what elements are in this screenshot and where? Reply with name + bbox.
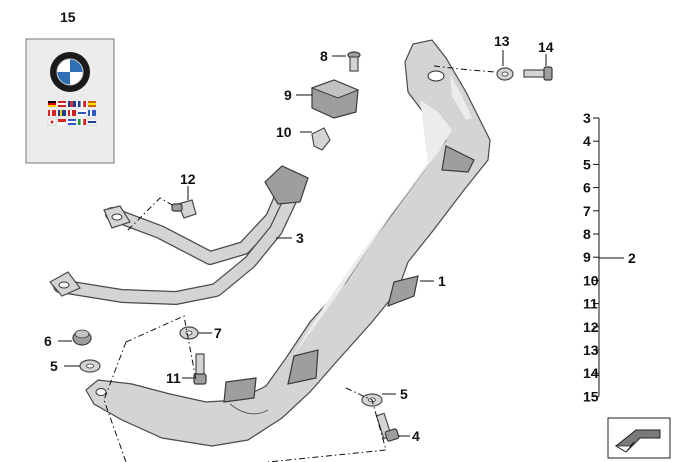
buffer-9[interactable] — [310, 79, 360, 119]
language-flags-icon — [47, 101, 97, 126]
callout-10: 10 — [276, 124, 292, 140]
callout-1: 1 — [438, 273, 446, 289]
manual-card[interactable] — [25, 38, 115, 164]
assembly-line-left — [125, 315, 197, 381]
parts-list-item: 8 — [583, 226, 591, 242]
clip-10[interactable] — [311, 127, 331, 151]
callout-9: 9 — [284, 87, 292, 103]
screw-12[interactable] — [171, 199, 197, 219]
callout-3: 3 — [296, 230, 304, 246]
callout-7: 7 — [214, 325, 222, 341]
nut-6[interactable] — [72, 329, 92, 346]
parts-list-item: 9 — [583, 249, 591, 265]
callout-12: 12 — [180, 171, 196, 187]
callout-5-left: 5 — [50, 358, 58, 374]
parts-list-item: 15 — [583, 388, 599, 404]
tube-guard[interactable] — [49, 165, 309, 305]
parts-list-item: 10 — [583, 272, 599, 288]
parts-list-item: 14 — [583, 365, 599, 381]
callout-5-right: 5 — [400, 386, 408, 402]
parts-list-item: 12 — [583, 319, 599, 335]
main-bracket[interactable] — [85, 39, 491, 447]
callout-13: 13 — [494, 33, 510, 49]
bolt-14[interactable] — [523, 66, 553, 81]
bmw-roundel-icon — [50, 52, 90, 92]
callout-8: 8 — [320, 48, 328, 64]
callout-6: 6 — [44, 333, 52, 349]
bolt-11[interactable] — [193, 353, 207, 385]
parts-list-item: 5 — [583, 156, 591, 172]
parts-list-group-label: 2 — [628, 250, 636, 266]
callout-14: 14 — [538, 39, 554, 55]
washer-13[interactable] — [496, 67, 514, 81]
parts-list-item: 3 — [583, 110, 591, 126]
parts-list-item: 13 — [583, 342, 599, 358]
bolt-4[interactable] — [375, 412, 400, 442]
pin-8[interactable] — [347, 51, 361, 72]
parts-list-item: 7 — [583, 203, 591, 219]
washer-5-left[interactable] — [79, 359, 101, 373]
callout-4: 4 — [412, 428, 420, 444]
callout-11: 11 — [166, 370, 181, 386]
parts-list-item: 11 — [583, 296, 598, 312]
parts-list-item: 6 — [583, 180, 591, 196]
next-page-arrow-icon[interactable] — [607, 417, 671, 459]
parts-list-item: 4 — [583, 133, 591, 149]
callout-15: 15 — [60, 9, 76, 25]
washer-7[interactable] — [179, 326, 199, 340]
assembly-line-right — [267, 387, 387, 462]
parts-list: 3 4 5 6 7 8 9 10 11 12 13 14 15 2 — [583, 110, 636, 404]
